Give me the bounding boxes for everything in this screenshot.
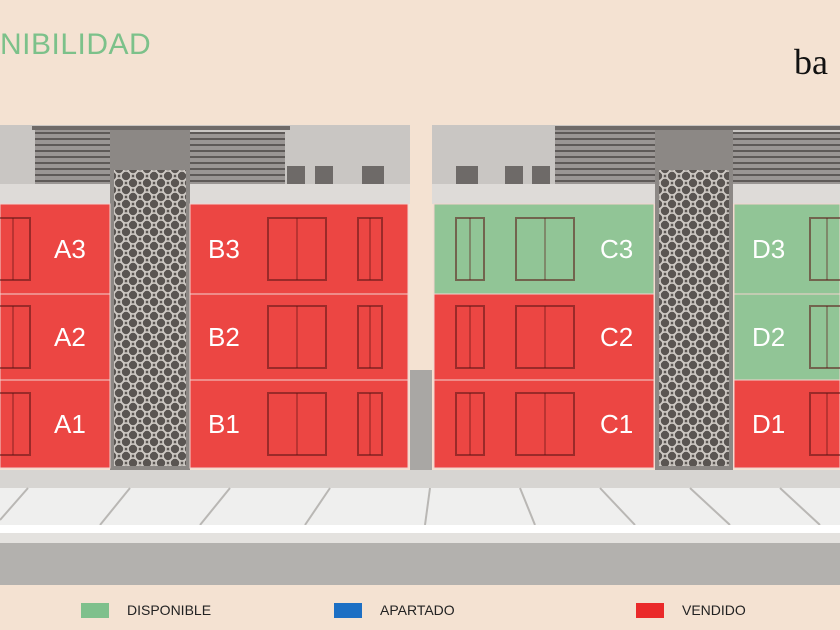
unit-label: A1 bbox=[54, 409, 86, 439]
window-frame bbox=[809, 305, 840, 369]
unit-b1[interactable]: B1 bbox=[189, 379, 409, 469]
unit-label: B3 bbox=[208, 234, 240, 264]
unit-label: A3 bbox=[54, 234, 86, 264]
window-frame bbox=[357, 392, 383, 456]
unit-a3[interactable]: A3 bbox=[0, 203, 111, 295]
unit-status-fill bbox=[189, 379, 409, 469]
legend-item-disponible: DISPONIBLE bbox=[81, 602, 211, 618]
status-legend: DISPONIBLE APARTADO VENDIDO bbox=[0, 590, 840, 630]
unit-label: A2 bbox=[54, 322, 86, 352]
unit-c1[interactable]: C1 bbox=[433, 379, 655, 469]
unit-status-fill bbox=[0, 379, 111, 469]
window-frame bbox=[515, 305, 575, 369]
unit-b2[interactable]: B2 bbox=[189, 293, 409, 381]
unit-label: D3 bbox=[752, 234, 785, 264]
unit-d1[interactable]: D1 bbox=[733, 379, 840, 469]
legend-item-vendido: VENDIDO bbox=[636, 602, 746, 618]
unit-label: B1 bbox=[208, 409, 240, 439]
unit-label: C1 bbox=[600, 409, 633, 439]
unit-status-fill bbox=[0, 293, 111, 381]
window-frame bbox=[515, 217, 575, 281]
unit-label: C2 bbox=[600, 322, 633, 352]
page-title: NIBILIDAD bbox=[0, 28, 152, 61]
window-frame bbox=[0, 305, 31, 369]
unit-label: C3 bbox=[600, 234, 633, 264]
unit-status-fill bbox=[733, 293, 840, 381]
legend-label-vendido: VENDIDO bbox=[682, 602, 746, 618]
unit-c2[interactable]: C2 bbox=[433, 293, 655, 381]
courtyard-gap bbox=[410, 370, 432, 470]
unit-d3[interactable]: D3 bbox=[733, 203, 840, 295]
unit-a1[interactable]: A1 bbox=[0, 379, 111, 469]
legend-item-apartado: APARTADO bbox=[334, 602, 455, 618]
unit-status-fill bbox=[189, 293, 409, 381]
window-frame bbox=[267, 217, 327, 281]
window-frame bbox=[357, 217, 383, 281]
window-frame bbox=[267, 305, 327, 369]
window-frame bbox=[455, 392, 485, 456]
window-frame bbox=[809, 392, 840, 456]
unit-a2[interactable]: A2 bbox=[0, 293, 111, 381]
unit-b3[interactable]: B3 bbox=[189, 203, 409, 295]
unit-status-fill bbox=[433, 379, 655, 469]
window-frame bbox=[357, 305, 383, 369]
stair-towers bbox=[110, 130, 733, 470]
legend-swatch-disponible bbox=[81, 602, 109, 618]
unit-d2[interactable]: D2 bbox=[733, 293, 840, 381]
unit-label: D1 bbox=[752, 409, 785, 439]
window-frame bbox=[455, 217, 485, 281]
window-frame bbox=[0, 217, 31, 281]
window-frame bbox=[455, 305, 485, 369]
window-frame bbox=[267, 392, 327, 456]
legend-swatch-vendido bbox=[636, 602, 664, 618]
window-frame bbox=[809, 217, 840, 281]
rooftop-structures bbox=[0, 125, 840, 204]
legend-label-disponible: DISPONIBLE bbox=[127, 602, 212, 618]
unit-c3[interactable]: C3 bbox=[433, 203, 655, 295]
unit-label: D2 bbox=[752, 322, 785, 352]
legend-swatch-apartado bbox=[334, 602, 362, 618]
window-frame bbox=[0, 392, 31, 456]
unit-label: B2 bbox=[208, 322, 240, 352]
brand-logo: ba bbox=[794, 44, 828, 80]
street bbox=[0, 470, 840, 585]
legend-label-apartado: APARTADO bbox=[380, 602, 455, 618]
unit-status-fill bbox=[733, 379, 840, 469]
window-frame bbox=[515, 392, 575, 456]
